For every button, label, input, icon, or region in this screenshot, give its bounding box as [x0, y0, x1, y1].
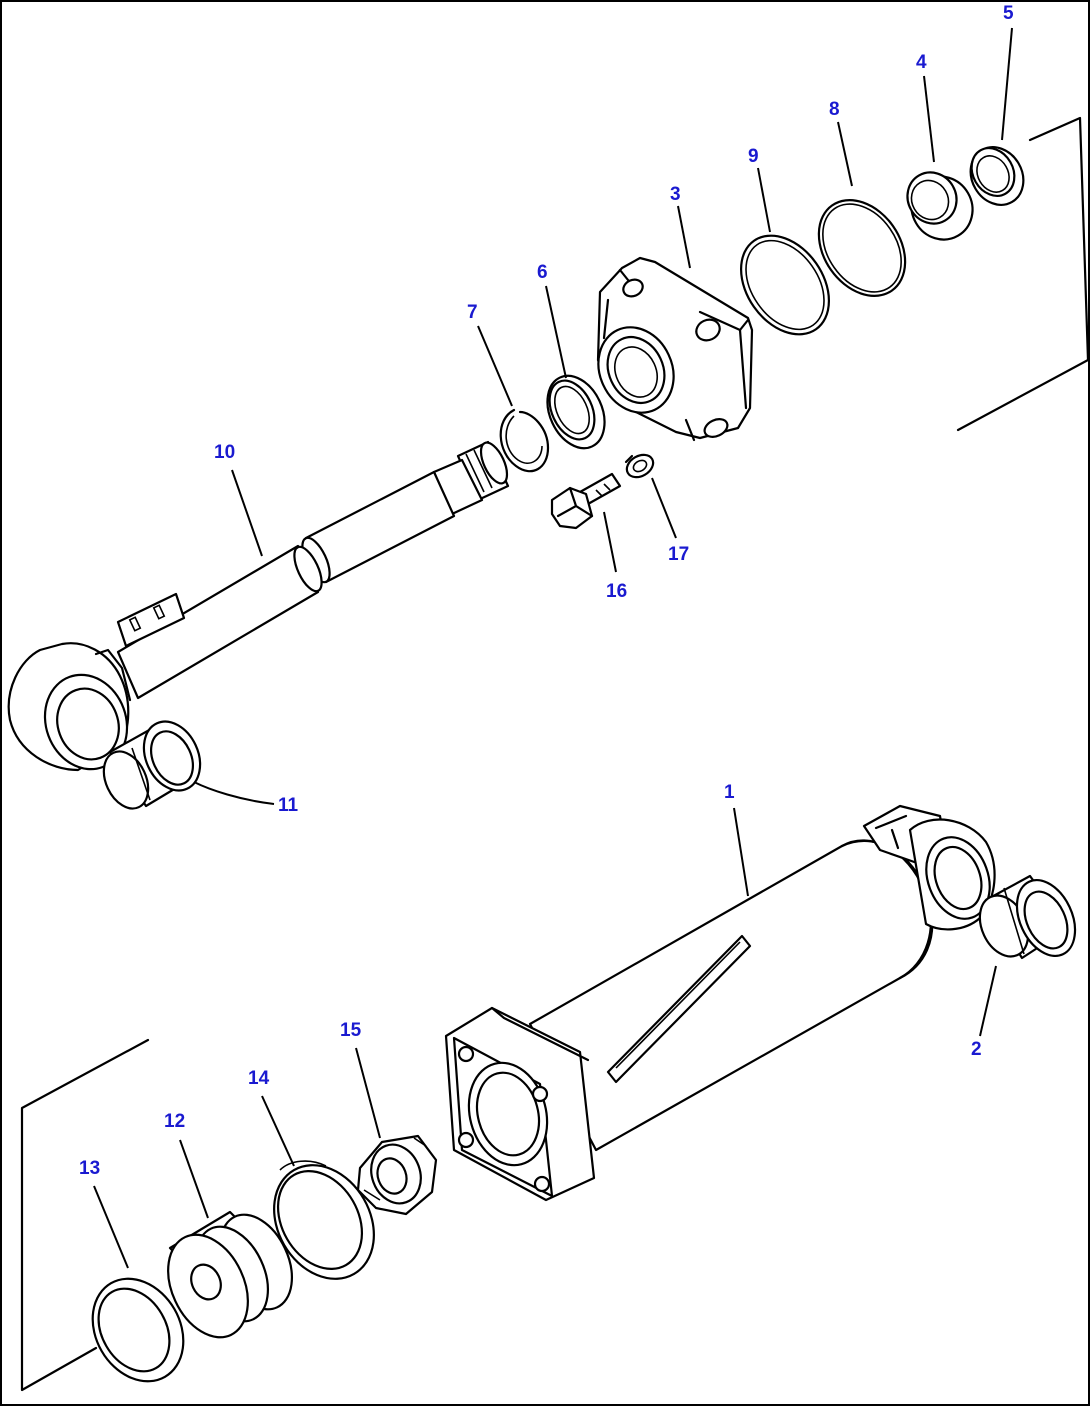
callout-10: 10: [214, 442, 235, 463]
callout-6: 6: [537, 262, 548, 283]
upper-break-bracket: [956, 116, 1090, 432]
part-11-bushing: [102, 720, 202, 810]
callout-11: 11: [278, 795, 299, 816]
callout-5: 5: [1003, 3, 1014, 24]
part-3-cylinder-head: [596, 256, 754, 442]
part-17-washer: [624, 453, 655, 479]
callout-4: 4: [916, 52, 927, 73]
callout-labels: 5 4 8 9 3 6 7 10 11 1 2 15 14 12 13 16 1…: [79, 3, 1014, 1179]
callout-3: 3: [670, 184, 681, 205]
callout-2: 2: [971, 1039, 982, 1060]
callout-17: 17: [668, 544, 689, 565]
part-2-bushing: [978, 874, 1077, 960]
lower-break-bracket: [20, 1038, 150, 1392]
part-4-bushing: [906, 171, 974, 241]
callout-14: 14: [248, 1068, 270, 1089]
leader-lines: [93, 27, 1013, 1269]
part-6-rod-seal: [546, 374, 606, 450]
part-16-bolt: [550, 472, 622, 530]
callout-15: 15: [340, 1020, 362, 1041]
part-1-cylinder-tube: [444, 804, 996, 1202]
part-9-backup-ring: [739, 234, 831, 336]
callout-12: 12: [164, 1111, 185, 1132]
part-10-piston-rod: [7, 440, 510, 772]
callout-16: 16: [606, 581, 627, 602]
part-8-o-ring: [817, 199, 907, 297]
callout-1: 1: [724, 782, 735, 803]
part-15-nut: [356, 1134, 438, 1216]
part-5-wiper-ring: [969, 146, 1025, 206]
part-13-seal-ring: [91, 1277, 185, 1383]
callout-7: 7: [467, 302, 478, 323]
callout-13: 13: [79, 1158, 100, 1179]
callout-9: 9: [748, 146, 759, 167]
callout-8: 8: [829, 99, 840, 120]
part-12-piston: [167, 1210, 293, 1339]
part-7-snap-ring: [499, 408, 550, 473]
